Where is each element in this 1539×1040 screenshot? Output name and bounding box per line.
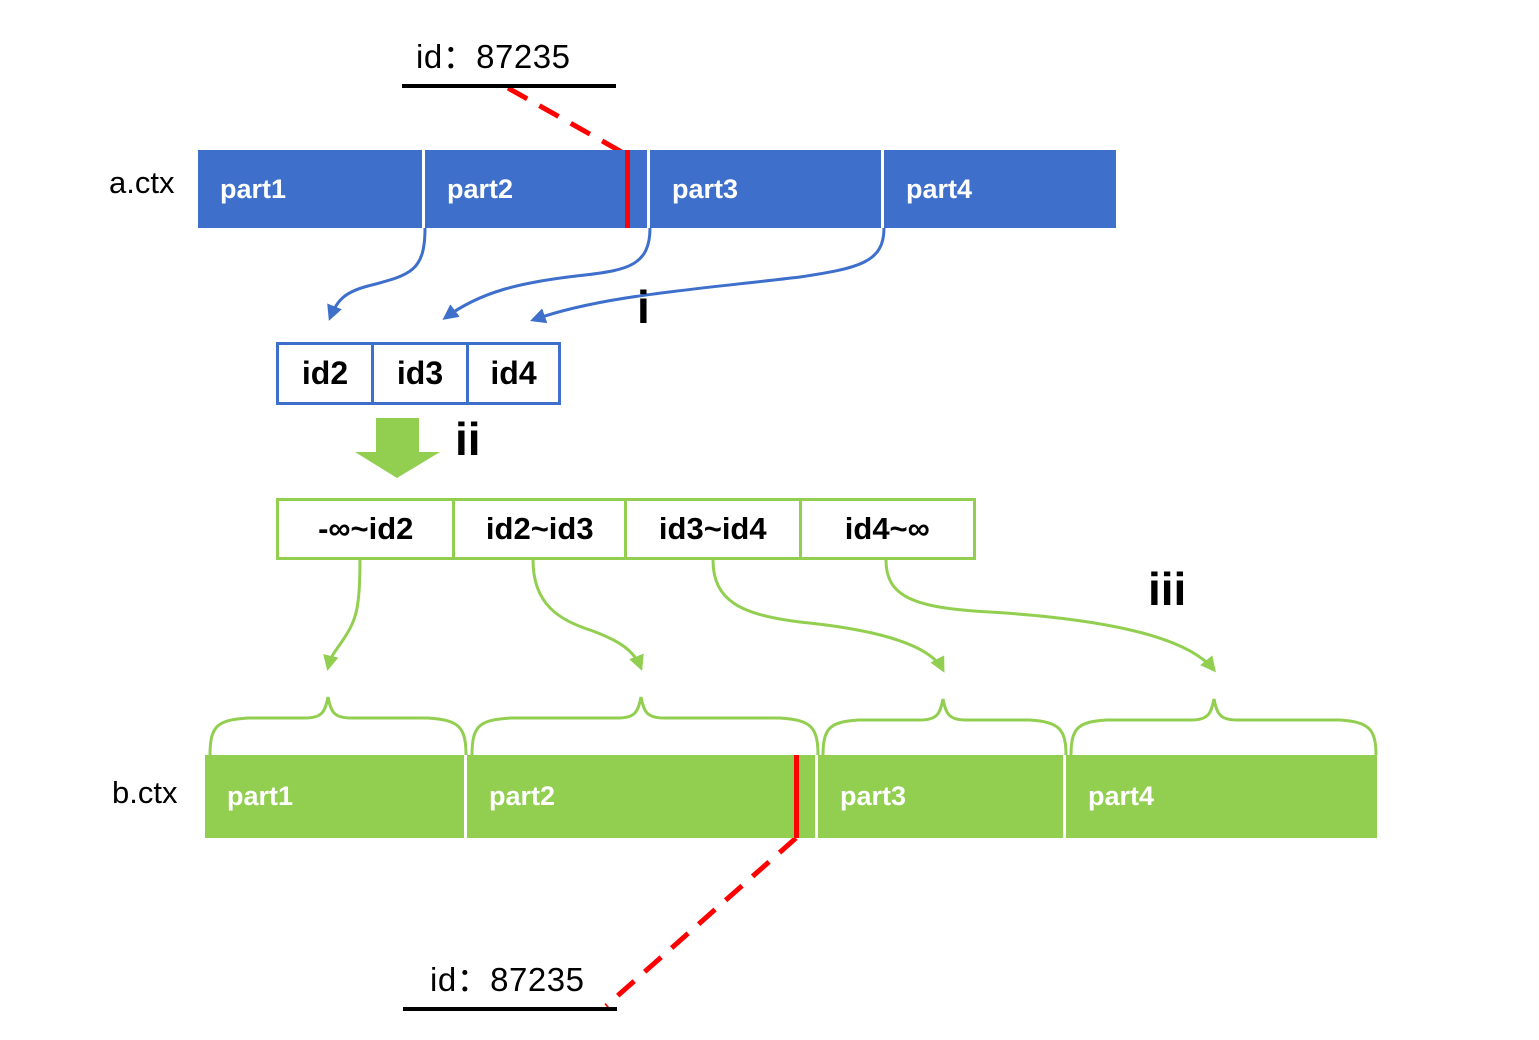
range-box-1-label: -∞~id2: [318, 511, 414, 546]
split-key-id2-label: id2: [301, 355, 349, 391]
source-bar: part1 part2 part3 part4: [198, 150, 1116, 228]
range-box-4-label: id4~∞: [844, 511, 930, 546]
source-segment-part3-label: part3: [672, 173, 739, 204]
split-keys-row: id2 id3 id4: [276, 342, 561, 405]
source-segment-part2[interactable]: part2: [425, 150, 650, 228]
bottom-id-label: id：87235: [430, 961, 585, 998]
target-segment-part4-label: part4: [1088, 781, 1155, 811]
brace-target-part1: [208, 696, 468, 756]
source-segment-part4[interactable]: part4: [884, 150, 1116, 228]
connector-part1-part2-to-id2: [327, 227, 427, 321]
top-id-pointer-line: [506, 85, 629, 158]
bottom-id-underline: [403, 1007, 617, 1011]
split-key-id3[interactable]: id3: [374, 345, 469, 402]
target-bar: part1 part2 part3 part4: [205, 755, 1377, 838]
connector-range1-to-target-part1: [323, 559, 362, 672]
connector-range2-to-target-part2: [531, 559, 644, 671]
range-box-2-label: id2~id3: [485, 511, 594, 546]
target-id-position-marker: [794, 755, 799, 838]
target-row-label: b.ctx: [112, 775, 178, 810]
top-id-label: id：87235: [416, 38, 571, 75]
source-segment-part1[interactable]: part1: [198, 150, 425, 228]
source-segment-part1-label: part1: [220, 173, 287, 204]
source-id-position-marker: [625, 150, 630, 228]
range-box-4[interactable]: id4~∞: [802, 501, 974, 557]
target-segment-part3-label: part3: [840, 781, 907, 811]
target-segment-part1[interactable]: part1: [205, 755, 467, 838]
bottom-id-pointer-line: [604, 836, 798, 1008]
brace-target-part3: [821, 698, 1068, 756]
range-boxes-row: -∞~id2 id2~id3 id3~id4 id4~∞: [276, 498, 976, 560]
step-marker-iii: iii: [1148, 563, 1187, 615]
step-marker-ii: ii: [455, 413, 481, 465]
step-marker-i: i: [637, 281, 650, 333]
source-segment-part4-label: part4: [906, 173, 973, 204]
split-key-id4[interactable]: id4: [469, 345, 558, 402]
source-row-label: a.ctx: [109, 165, 175, 200]
range-box-3-label: id3~id4: [658, 511, 767, 546]
range-box-1[interactable]: -∞~id2: [279, 501, 456, 557]
split-key-id4-label: id4: [490, 355, 537, 391]
connector-part2-part3-to-id3: [442, 227, 652, 320]
target-segment-part2[interactable]: part2: [467, 755, 818, 838]
target-segment-part3[interactable]: part3: [818, 755, 1066, 838]
range-box-3[interactable]: id3~id4: [627, 501, 802, 557]
transform-down-arrow: [355, 418, 440, 478]
connector-part3-part4-to-id4: [530, 227, 886, 324]
source-segment-part2-label: part2: [447, 173, 514, 204]
target-segment-part2-label: part2: [489, 781, 556, 811]
brace-target-part4: [1069, 698, 1378, 756]
target-segment-part4[interactable]: part4: [1066, 755, 1377, 838]
split-key-id3-label: id3: [396, 355, 444, 391]
connector-range3-to-target-part3: [711, 559, 945, 673]
top-id-underline: [402, 84, 616, 88]
brace-target-part2: [470, 696, 820, 756]
source-segment-part3[interactable]: part3: [650, 150, 884, 228]
range-box-2[interactable]: id2~id3: [455, 501, 628, 557]
split-key-id2[interactable]: id2: [279, 345, 374, 402]
target-segment-part1-label: part1: [227, 781, 294, 811]
